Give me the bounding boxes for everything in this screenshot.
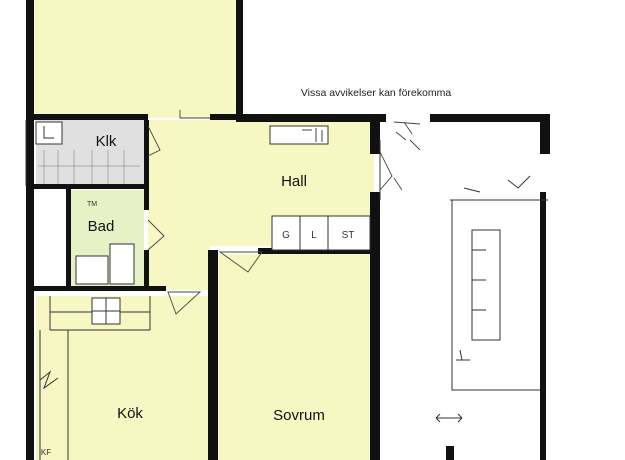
door-top-room [179, 110, 210, 119]
room-label-hall: Hall [281, 173, 307, 190]
room-sovrum-floor [218, 254, 370, 460]
door-kok [167, 291, 202, 315]
klk-tile-hatch [38, 150, 140, 184]
hall-wardrobe [269, 125, 329, 145]
stair-door-arc [507, 175, 531, 189]
klk-sink [35, 121, 63, 145]
doors [147, 110, 421, 315]
fixture-label-st: ST [342, 230, 355, 241]
bad-washer [75, 255, 109, 285]
fixtures [35, 121, 371, 325]
door-klk [147, 125, 161, 157]
door-entrance-outer [393, 121, 421, 151]
fixture-label-g: G [282, 230, 290, 241]
door-entrance [379, 151, 403, 191]
stairwell [435, 175, 548, 423]
fixture-label-l: L [311, 230, 317, 241]
room-label-kok: Kök [117, 405, 143, 422]
room-kok-floor [36, 296, 212, 460]
room-label-bad: Bad [88, 218, 115, 235]
door-bad [147, 219, 165, 251]
disclaimer-note: Vissa avvikelser kan förekomma [301, 87, 452, 99]
fixture-label-kf: KF [41, 448, 51, 457]
thin-lines [25, 120, 381, 460]
door-sovrum [218, 251, 263, 273]
hall-storage-st [327, 215, 371, 251]
room-top-left [33, 0, 236, 118]
walls [26, 0, 550, 460]
fixture-label-tm: TM [87, 201, 97, 208]
room-label-sovrum: Sovrum [273, 407, 325, 424]
bad-toilet [109, 243, 135, 285]
room-label-klk: Klk [96, 133, 117, 150]
